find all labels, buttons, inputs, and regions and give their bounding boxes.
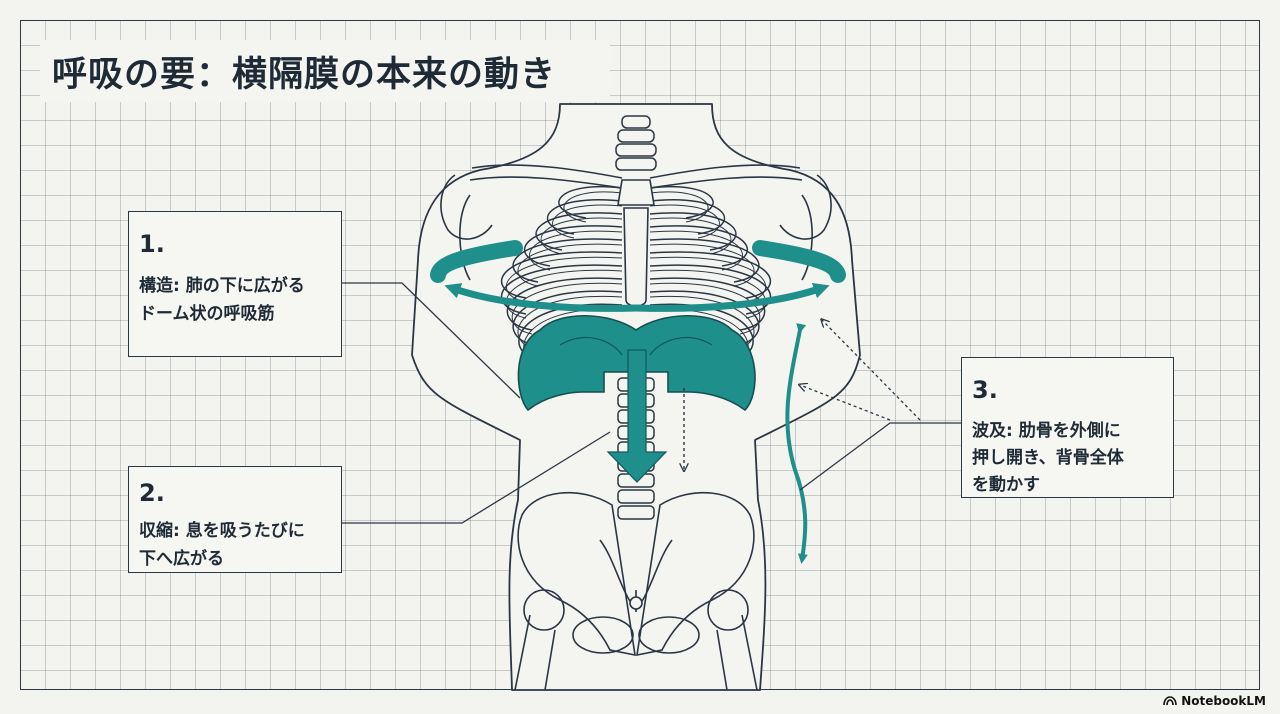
rib: [523, 225, 623, 267]
callout-number: 1.: [139, 230, 165, 258]
rib: [649, 217, 732, 255]
callout-text: 波及: 肋骨を外側に 押し開き、背骨全体 を動かす: [972, 421, 1124, 495]
rib: [500, 251, 623, 299]
callout-3: 3. 波及: 肋骨を外側に 押し開き、背骨全体 を動かす: [961, 357, 1174, 498]
rib: [649, 251, 772, 299]
pelvis: [514, 491, 758, 691]
rib: [506, 277, 623, 331]
shoulder-bones: [440, 164, 832, 281]
downward-contraction-arrow: [606, 349, 668, 483]
rib: [649, 199, 726, 235]
brand-watermark: NotebookLM: [1163, 694, 1266, 708]
notebooklm-logo-icon: [1163, 696, 1177, 706]
rib: [649, 238, 760, 283]
rib: [535, 212, 623, 251]
rib: [500, 264, 623, 315]
rib: [649, 225, 749, 267]
callout-1: 1. 構造: 肺の下に広がる ドーム状の呼吸筋: [128, 211, 342, 357]
rib: [540, 217, 623, 255]
vertebra: [617, 505, 655, 520]
rib: [649, 212, 737, 251]
rib-cage: [500, 186, 772, 367]
callout-text: 収縮: 息を吸うたびに 下へ広がる: [139, 521, 305, 569]
dotted-leader-lines: [800, 320, 921, 421]
rib: [649, 230, 743, 271]
rib: [649, 264, 772, 315]
rib: [649, 290, 760, 347]
spine-wave-arrow: [785, 323, 808, 564]
callout-number: 2.: [139, 479, 165, 507]
rib: [649, 191, 709, 223]
callout-text: 構造: 肺の下に広がる ドーム状の呼吸筋: [139, 276, 305, 324]
rib: [546, 199, 623, 235]
leader-lines: [342, 282, 961, 524]
callout-number: 3.: [972, 376, 998, 404]
brand-label: NotebookLM: [1181, 694, 1266, 708]
rib: [563, 191, 623, 223]
rib: [505, 269, 623, 319]
rib: [649, 269, 767, 319]
vertebra: [617, 489, 655, 504]
title-box: 呼吸の要：横隔膜の本来の動き: [40, 40, 610, 102]
rib-expansion-arrows: [430, 240, 846, 312]
callout-2: 2. 収縮: 息を吸うたびに 下へ広がる: [128, 466, 342, 573]
sternum: [617, 179, 655, 307]
rib: [529, 230, 623, 271]
rib: [512, 238, 623, 283]
rib: [512, 290, 623, 347]
rib: [649, 277, 766, 331]
page-title: 呼吸の要：横隔膜の本来の動き: [52, 54, 557, 95]
cervical-spine: [615, 115, 657, 171]
